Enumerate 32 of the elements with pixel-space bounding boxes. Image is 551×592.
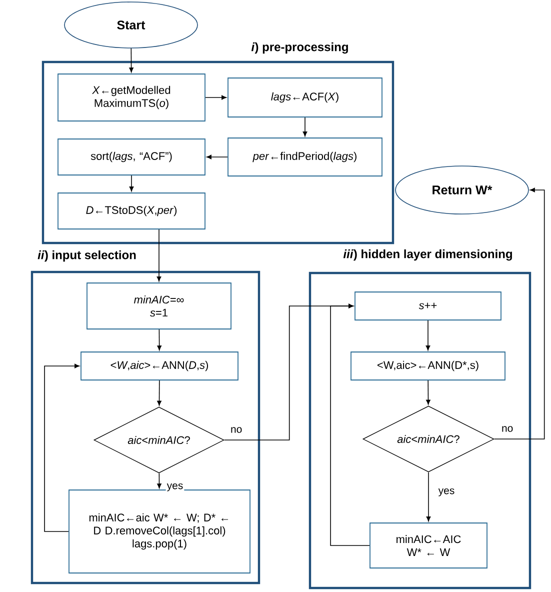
arrow	[129, 175, 134, 192]
group-heading: i) pre-processing	[251, 42, 348, 54]
process-box: s++	[354, 292, 502, 320]
group-heading: iii) hidden layer dimensioning	[343, 249, 512, 261]
arrow	[302, 117, 308, 136]
arrow	[156, 229, 162, 282]
arrow	[129, 48, 134, 72]
edge-label: no	[500, 425, 514, 433]
arrow	[157, 329, 162, 350]
process-box: per←findPeriod(lags)	[228, 138, 382, 176]
edge-label: yes	[166, 482, 184, 492]
process-box: X←getModelled MaximumTS(o)	[58, 74, 206, 122]
edge-label: no	[230, 426, 244, 434]
arrow	[157, 380, 162, 406]
arrow	[205, 95, 226, 100]
arrow	[494, 188, 545, 440]
process-box: <W,aic>←ANN(D,s)	[80, 352, 238, 380]
process-box: lags←ACF(X)	[228, 78, 382, 118]
process-box: minAIC=∞ s=1	[86, 282, 232, 330]
arrow	[44, 364, 80, 532]
group-heading: ii) input selection	[38, 250, 136, 262]
arrow	[206, 154, 228, 160]
process-box: minAIC←AIC W* ← W	[370, 522, 488, 568]
process-box: D←TStoDS(X,per)	[58, 192, 206, 230]
process-box: <W,aic>←ANN(D*,s)	[350, 352, 506, 380]
arrow	[426, 320, 430, 350]
arrow	[426, 472, 431, 522]
arrow	[330, 304, 370, 546]
process-box: sort(lags, “ACF”)	[58, 138, 206, 176]
edge-label: yes	[437, 487, 456, 498]
arrow	[426, 380, 430, 405]
arrow	[157, 472, 162, 488]
